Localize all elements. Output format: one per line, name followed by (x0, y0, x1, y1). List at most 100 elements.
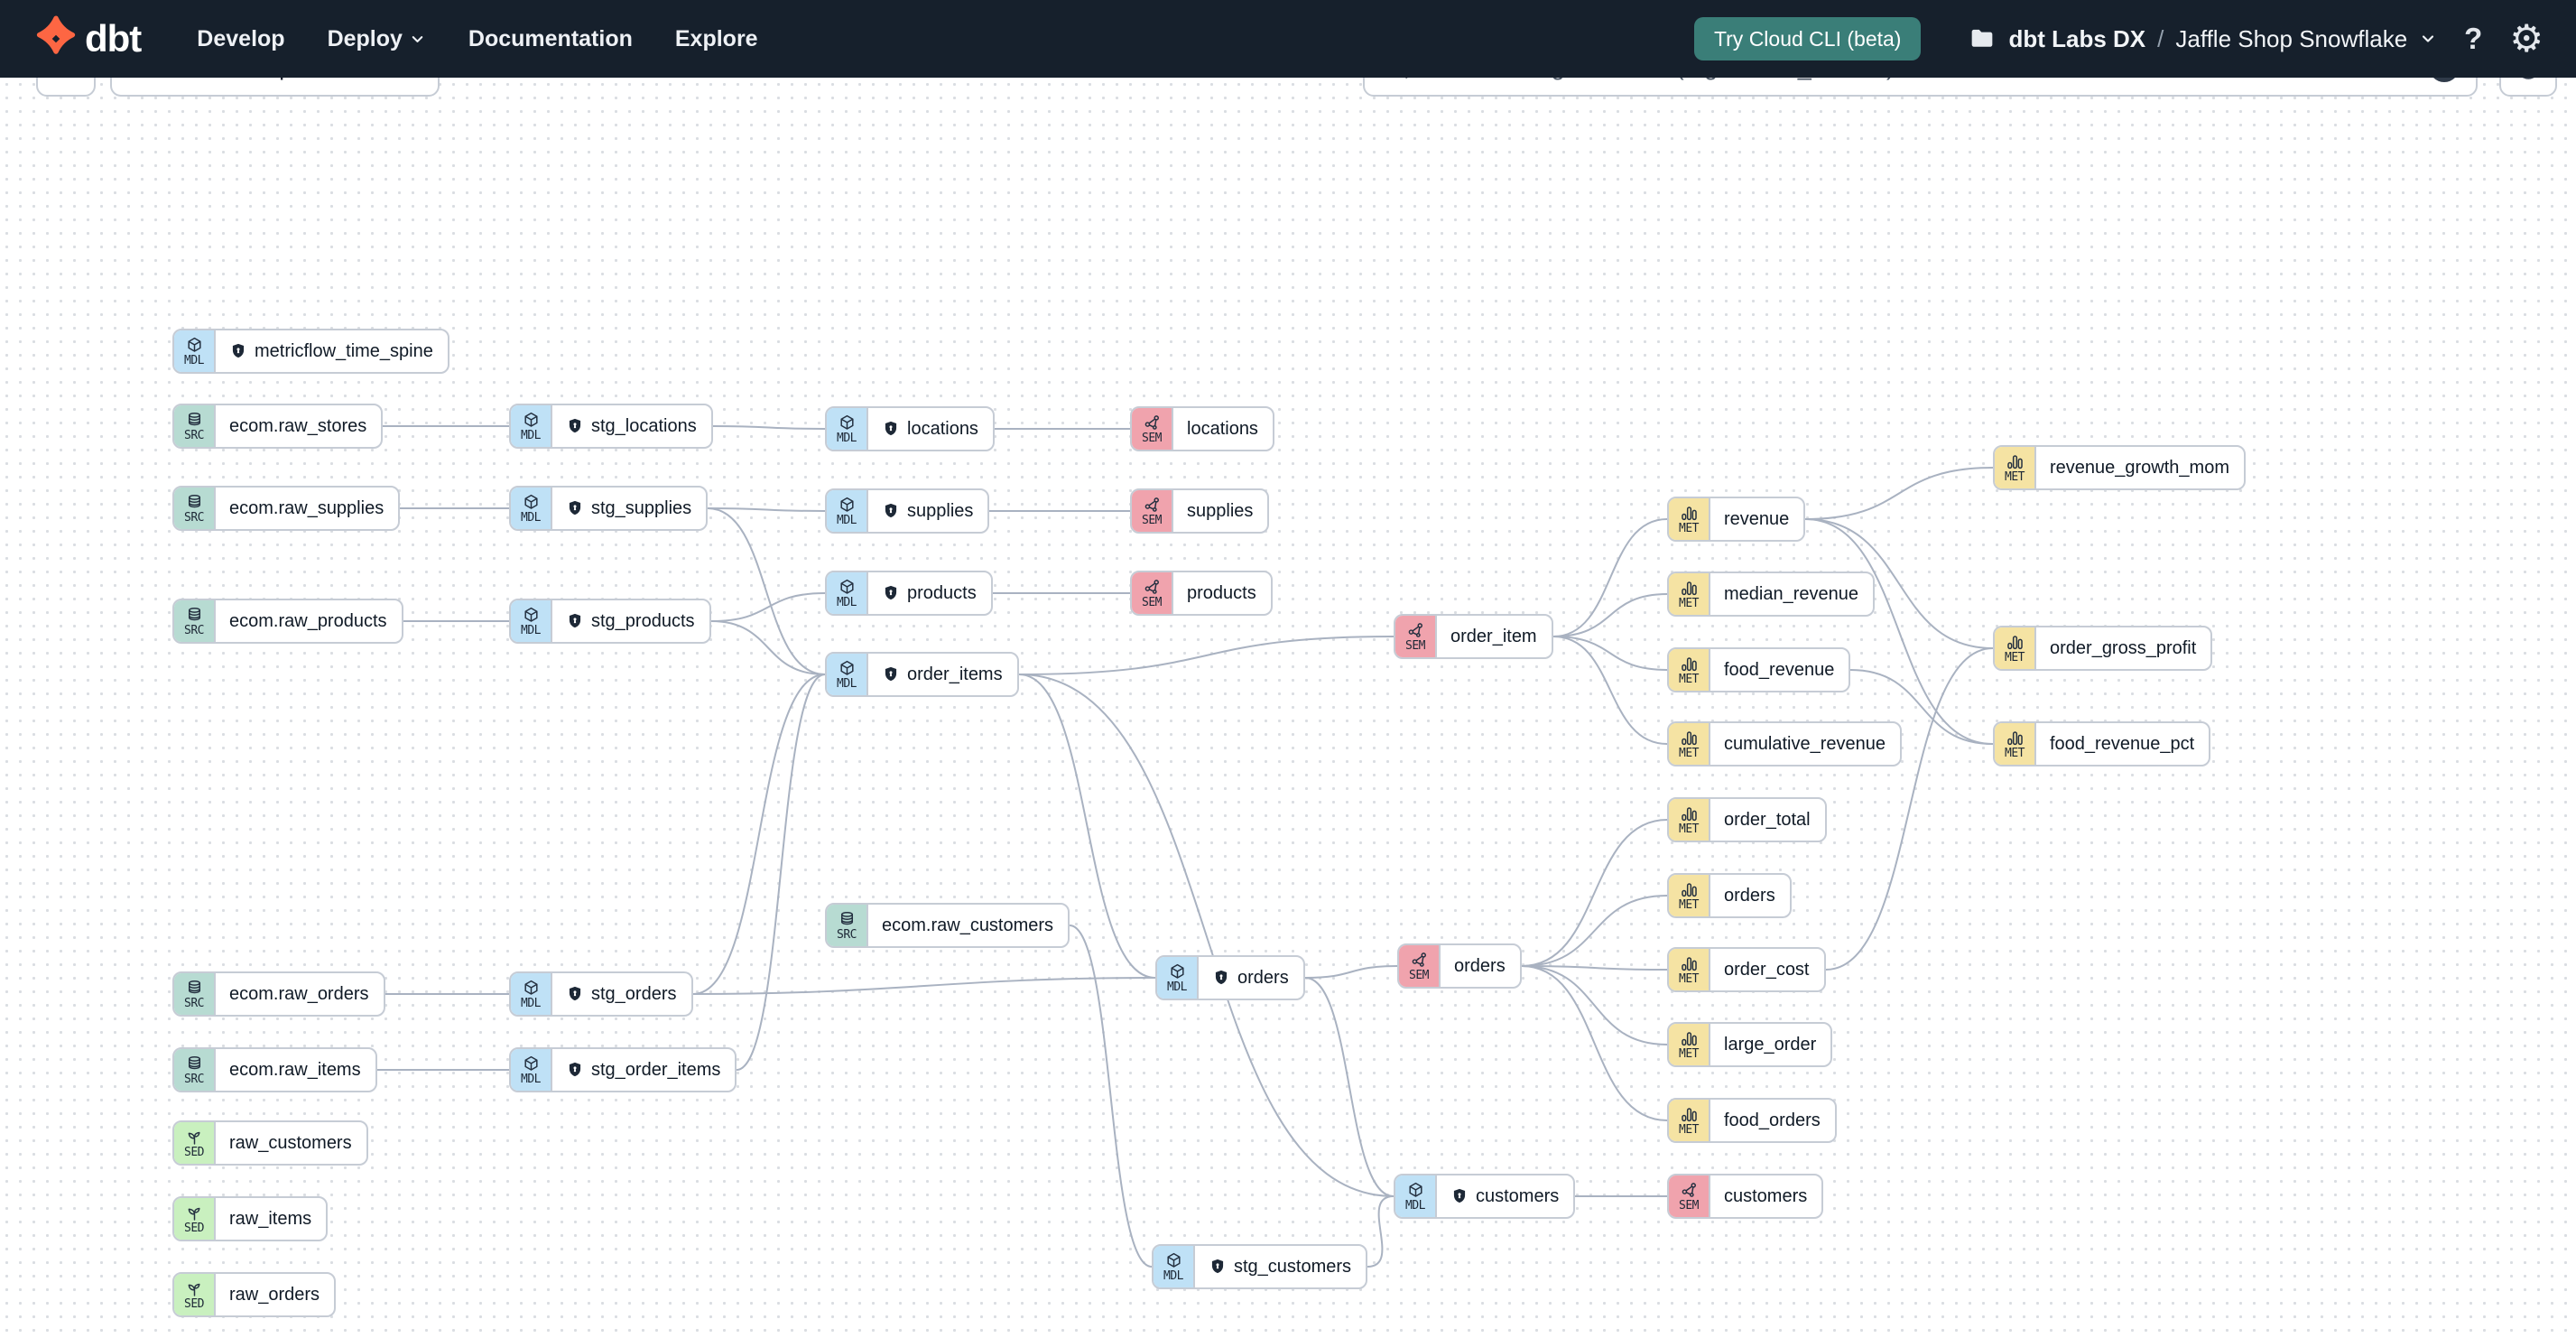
semantic-icon (1144, 580, 1159, 595)
shield-icon (566, 985, 584, 1003)
node-type-tag: MDL (521, 997, 541, 1011)
metric-type-badge: MET (1995, 627, 2036, 669)
model-icon (524, 495, 538, 510)
source-icon (188, 1056, 200, 1070)
help-button[interactable]: ? (2464, 22, 2482, 56)
node-type-tag: MDL (184, 354, 204, 368)
node-type-tag: MDL (1405, 1199, 1425, 1213)
model-type-badge: MDL (827, 572, 868, 614)
source-type-badge: SRC (174, 973, 216, 1015)
node-order_gross_profit_met[interactable]: MET order_gross_profit (1993, 626, 2213, 671)
node-label: revenue (1724, 508, 1790, 529)
metric-type-badge: MET (1669, 649, 1710, 691)
node-body: stg_order_items (552, 1049, 735, 1091)
node-label: cumulative_revenue (1724, 733, 1886, 754)
metric-type-badge: MET (1669, 799, 1710, 841)
node-body: order_cost (1710, 949, 1824, 990)
node-type-tag: MET (1679, 972, 1699, 987)
node-customers_model[interactable]: MDL customers (1394, 1174, 1576, 1219)
nav-develop[interactable]: Develop (197, 25, 285, 51)
lineage-edge-order_items_model-to-order_item_sem (1018, 636, 1395, 675)
nav-explore[interactable]: Explore (674, 25, 758, 51)
shield-icon (566, 417, 584, 435)
model-type-badge: MDL (827, 654, 868, 695)
try-cloud-cli-button[interactable]: Try Cloud CLI (beta) (1693, 17, 1922, 60)
node-order_cost_met[interactable]: MET order_cost (1667, 947, 1826, 992)
node-label: stg_supplies (591, 497, 692, 518)
node-ecom_raw_customers[interactable]: SRC ecom.raw_customers (825, 903, 1070, 948)
node-body: ecom.raw_stores (216, 405, 381, 447)
seed-type-badge: SED (174, 1274, 216, 1315)
metric-icon (1681, 807, 1697, 822)
node-body: large_order (1710, 1024, 1830, 1065)
node-label: order_cost (1724, 959, 1810, 980)
node-label: ecom.raw_items (229, 1059, 361, 1080)
nav-deploy[interactable]: Deploy (328, 26, 426, 52)
help-icon: ? (2464, 22, 2483, 55)
node-label: supplies (1187, 500, 1254, 521)
node-label: raw_items (229, 1208, 312, 1229)
semantic-type-badge: SEM (1399, 945, 1441, 987)
chevron-down-icon (412, 35, 423, 42)
metric-icon (1681, 506, 1697, 521)
dbt-logo[interactable]: dbt (32, 15, 142, 62)
lineage-edge-orders_model-to-orders_sem (1304, 965, 1398, 979)
node-label: revenue_growth_mom (2050, 457, 2229, 478)
metric-icon (2006, 636, 2023, 650)
main-nav: Develop Deploy Documentation Explore (197, 26, 757, 52)
metric-icon (1681, 657, 1697, 672)
lineage-edge-order_items_model-to-customers_model (1018, 674, 1395, 1197)
node-type-tag: MDL (1167, 980, 1187, 995)
node-body: customers (1437, 1175, 1573, 1217)
node-body: locations (1173, 408, 1273, 450)
node-type-tag: SRC (837, 928, 857, 943)
model-icon (839, 497, 854, 513)
node-label: order_gross_profit (2050, 637, 2197, 658)
node-label: ecom.raw_customers (882, 915, 1054, 935)
lineage-edge-order_item_sem-to-cumulative_revenue_met (1552, 636, 1668, 745)
project-breadcrumb[interactable]: dbt Labs DX / Jaffle Shop Snowflake (1968, 24, 2437, 53)
nav-documentation[interactable]: Documentation (468, 25, 633, 51)
shield-icon (1212, 969, 1230, 987)
node-label: median_revenue (1724, 583, 1858, 604)
settings-button[interactable]: ⚙ (2509, 20, 2544, 58)
node-type-tag: MDL (837, 514, 857, 528)
node-type-tag: SED (184, 1146, 204, 1160)
